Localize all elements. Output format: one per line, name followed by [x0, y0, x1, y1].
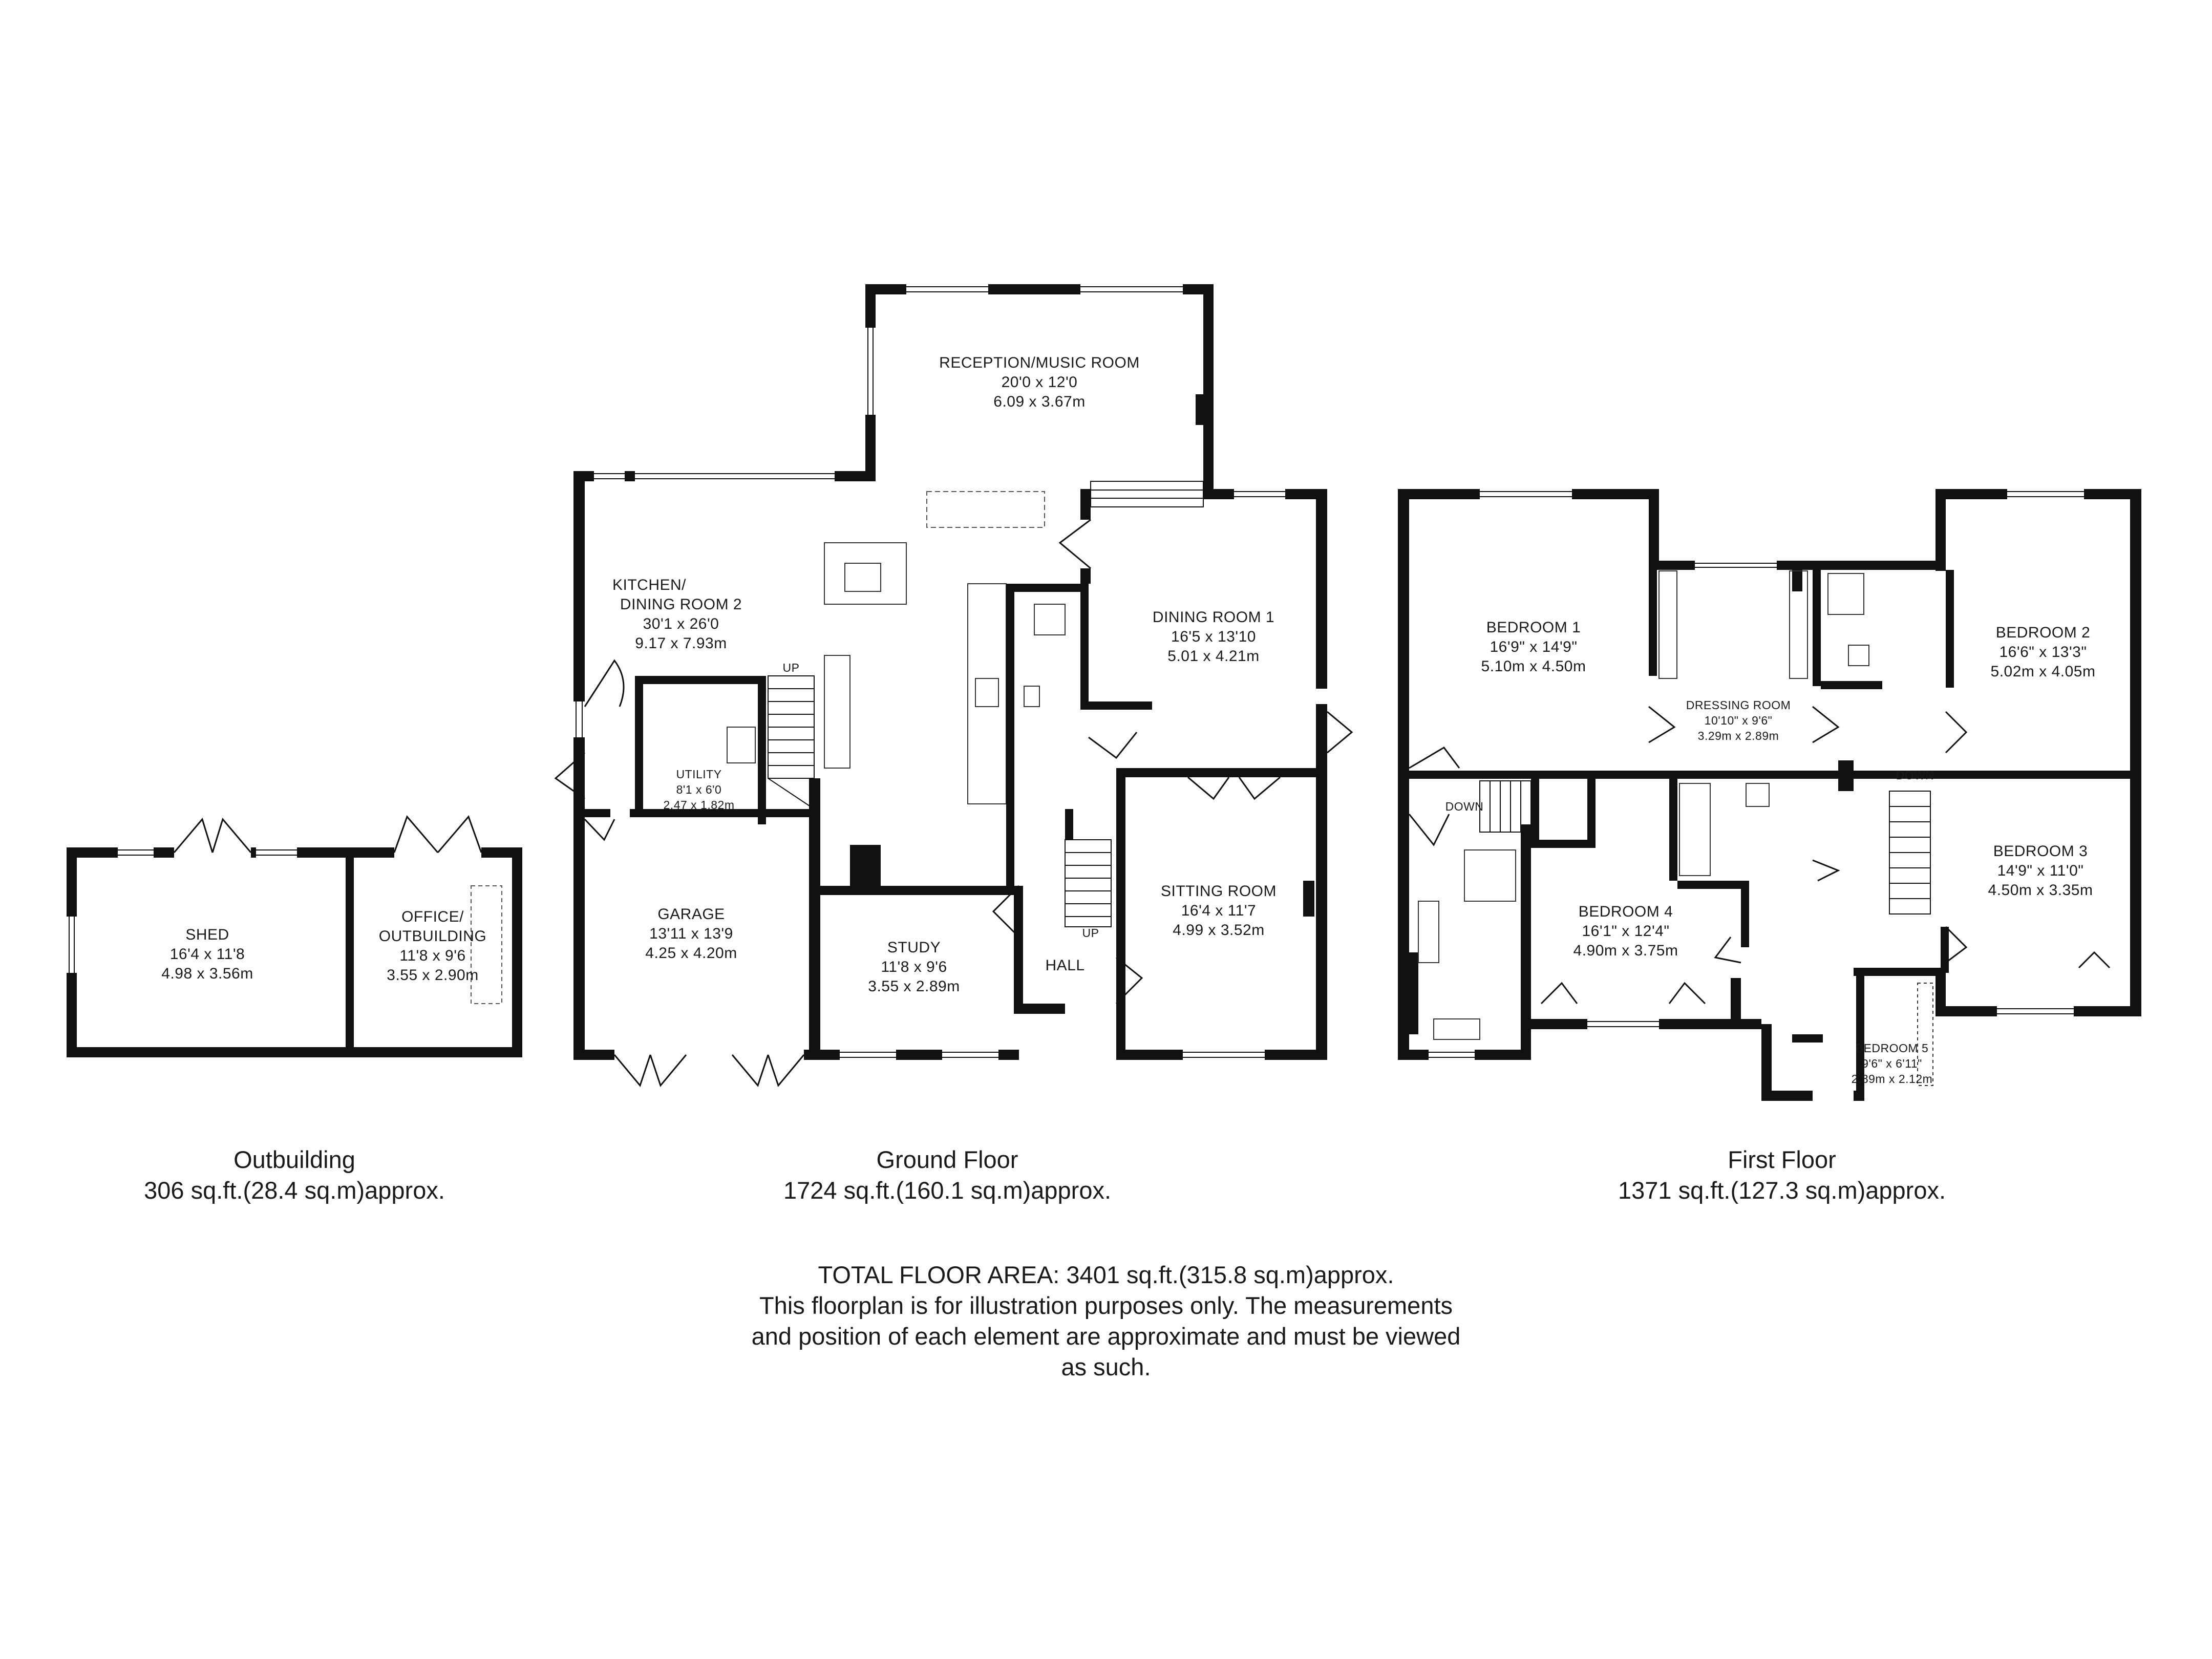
utility-label: UTILITY [676, 768, 721, 781]
dressing-imperial: 10'10" x 9'6" [1705, 714, 1773, 727]
garage-doors [613, 1054, 805, 1088]
bedroom5-metric: 2.89m x 2.12m [1852, 1072, 1933, 1086]
outbuilding-caption: Outbuilding 306 sq.ft.(28.4 sq.m)approx. [77, 1144, 512, 1206]
bedroom4-label: BEDROOM 4 [1579, 903, 1673, 920]
shed-imperial: 16'4 x 11'8 [170, 946, 245, 963]
ground-floor-area: 1724 sq.ft.(160.1 sq.m)approx. [783, 1177, 1112, 1204]
dining1-imperial: 16'5 x 13'10 [1171, 628, 1256, 645]
bedroom3-label: BEDROOM 3 [1993, 843, 2088, 860]
first-stairs-down-label-2: DOWN [1896, 769, 1934, 782]
utility-stairs-up-label: UP [783, 661, 800, 674]
disclaimer-line-3: as such. [1061, 1353, 1151, 1380]
utility-imperial: 8'1 x 6'0 [676, 783, 722, 796]
ground-floor-plan: RECEPTION/MUSIC ROOM 20'0 x 12'0 6.09 x … [554, 284, 1353, 1088]
bedroom2-imperial: 16'6" x 13'3" [1999, 644, 2087, 661]
bedroom3-metric: 4.50m x 3.35m [1988, 882, 2093, 899]
bedroom5-label: BEDROOM 5 [1856, 1041, 1929, 1055]
office-metric: 3.55 x 2.90m [387, 967, 478, 984]
disclaimer-line-2: and position of each element are approxi… [751, 1323, 1461, 1350]
dressing-label: DRESSING ROOM [1686, 698, 1791, 712]
kitchen-imperial: 30'1 x 26'0 [643, 615, 719, 632]
hall-stairs-up-label: UP [1082, 926, 1099, 940]
study-label: STUDY [887, 939, 941, 956]
first-floor-title: First Floor [1728, 1146, 1836, 1173]
bedroom2-label: BEDROOM 2 [1996, 624, 2091, 641]
ground-floor-title: Ground Floor [876, 1146, 1018, 1173]
kitchen-side-doors [554, 659, 625, 841]
shed-label: SHED [185, 926, 229, 943]
office-label-2: OUTBUILDING [379, 928, 487, 945]
bedroom4-metric: 4.90m x 3.75m [1573, 942, 1678, 959]
study-imperial: 11'8 x 9'6 [881, 959, 947, 975]
sitting-metric: 4.99 x 3.52m [1173, 922, 1264, 939]
kitchen-label-1: KITCHEN/ [612, 577, 686, 593]
bedroom4-imperial: 16'1" x 12'4" [1582, 923, 1669, 940]
hall-stairs [1065, 839, 1112, 927]
first-floor-doors [1408, 706, 2111, 1005]
reception-metric: 6.09 x 3.67m [993, 393, 1085, 410]
kitchen-metric: 9.17 x 7.93m [635, 635, 727, 652]
garage-metric: 4.25 x 4.20m [645, 945, 737, 962]
dressing-metric: 3.29m x 2.89m [1698, 729, 1779, 742]
kitchen-label-2: DINING ROOM 2 [620, 596, 742, 613]
bedroom5-imperial: 9'6" x 6'11" [1862, 1057, 1922, 1070]
ground-floor-caption: Ground Floor 1724 sq.ft.(160.1 sq.m)appr… [717, 1144, 1178, 1206]
bedroom1-imperial: 16'9" x 14'9" [1490, 639, 1577, 655]
utility-metric: 2.47 x 1.82m [664, 798, 735, 812]
first-floor-caption: First Floor 1371 sq.ft.(127.3 sq.m)appro… [1551, 1144, 2012, 1206]
outbuilding-plan: SHED 16'4 x 11'8 4.98 x 3.56m OFFICE/ OU… [67, 815, 522, 1057]
outbuilding-area: 306 sq.ft.(28.4 sq.m)approx. [144, 1177, 445, 1204]
shed-double-door [173, 815, 482, 860]
reception-label: RECEPTION/MUSIC ROOM [939, 354, 1140, 371]
garage-imperial: 13'11 x 13'9 [649, 925, 733, 942]
shed-metric: 4.98 x 3.56m [161, 965, 253, 982]
hall-doors [992, 711, 1353, 1005]
first-floor-area: 1371 sq.ft.(127.3 sq.m)approx. [1618, 1177, 1946, 1204]
first-floor-plan: DOWN DOWN [1398, 489, 2141, 1101]
utility-stairs [768, 675, 815, 810]
bedroom3-imperial: 14'9" x 11'0" [1997, 862, 2084, 879]
dining1-metric: 5.01 x 4.21m [1167, 648, 1259, 665]
office-label-1: OFFICE/ [401, 908, 464, 925]
shed-window [67, 847, 297, 973]
landing-stairs-right [1889, 791, 1931, 914]
bedroom2-metric: 5.02m x 4.05m [1991, 663, 2096, 680]
total-area-line: TOTAL FLOOR AREA: 3401 sq.ft.(315.8 sq.m… [818, 1261, 1394, 1288]
dining1-label: DINING ROOM 1 [1153, 609, 1274, 626]
study-metric: 3.55 x 2.89m [868, 978, 960, 995]
disclaimer-line-1: This floorplan is for illustration purpo… [759, 1292, 1453, 1319]
office-imperial: 11'8 x 9'6 [399, 947, 465, 964]
bedroom1-label: BEDROOM 1 [1486, 619, 1581, 636]
bedroom1-metric: 5.10m x 4.50m [1481, 658, 1586, 675]
first-stairs-down-label-1: DOWN [1445, 800, 1484, 813]
landing-stairs-left [1479, 780, 1532, 833]
outbuilding-title: Outbuilding [233, 1146, 355, 1173]
garage-label: GARAGE [657, 906, 725, 923]
reception-imperial: 20'0 x 12'0 [1002, 374, 1078, 391]
hall-label: HALL [1045, 957, 1084, 974]
sitting-label: SITTING ROOM [1161, 883, 1277, 900]
total-floor-area: TOTAL FLOOR AREA: 3401 sq.ft.(315.8 sq.m… [666, 1260, 1546, 1382]
sitting-imperial: 16'4 x 11'7 [1181, 902, 1257, 919]
